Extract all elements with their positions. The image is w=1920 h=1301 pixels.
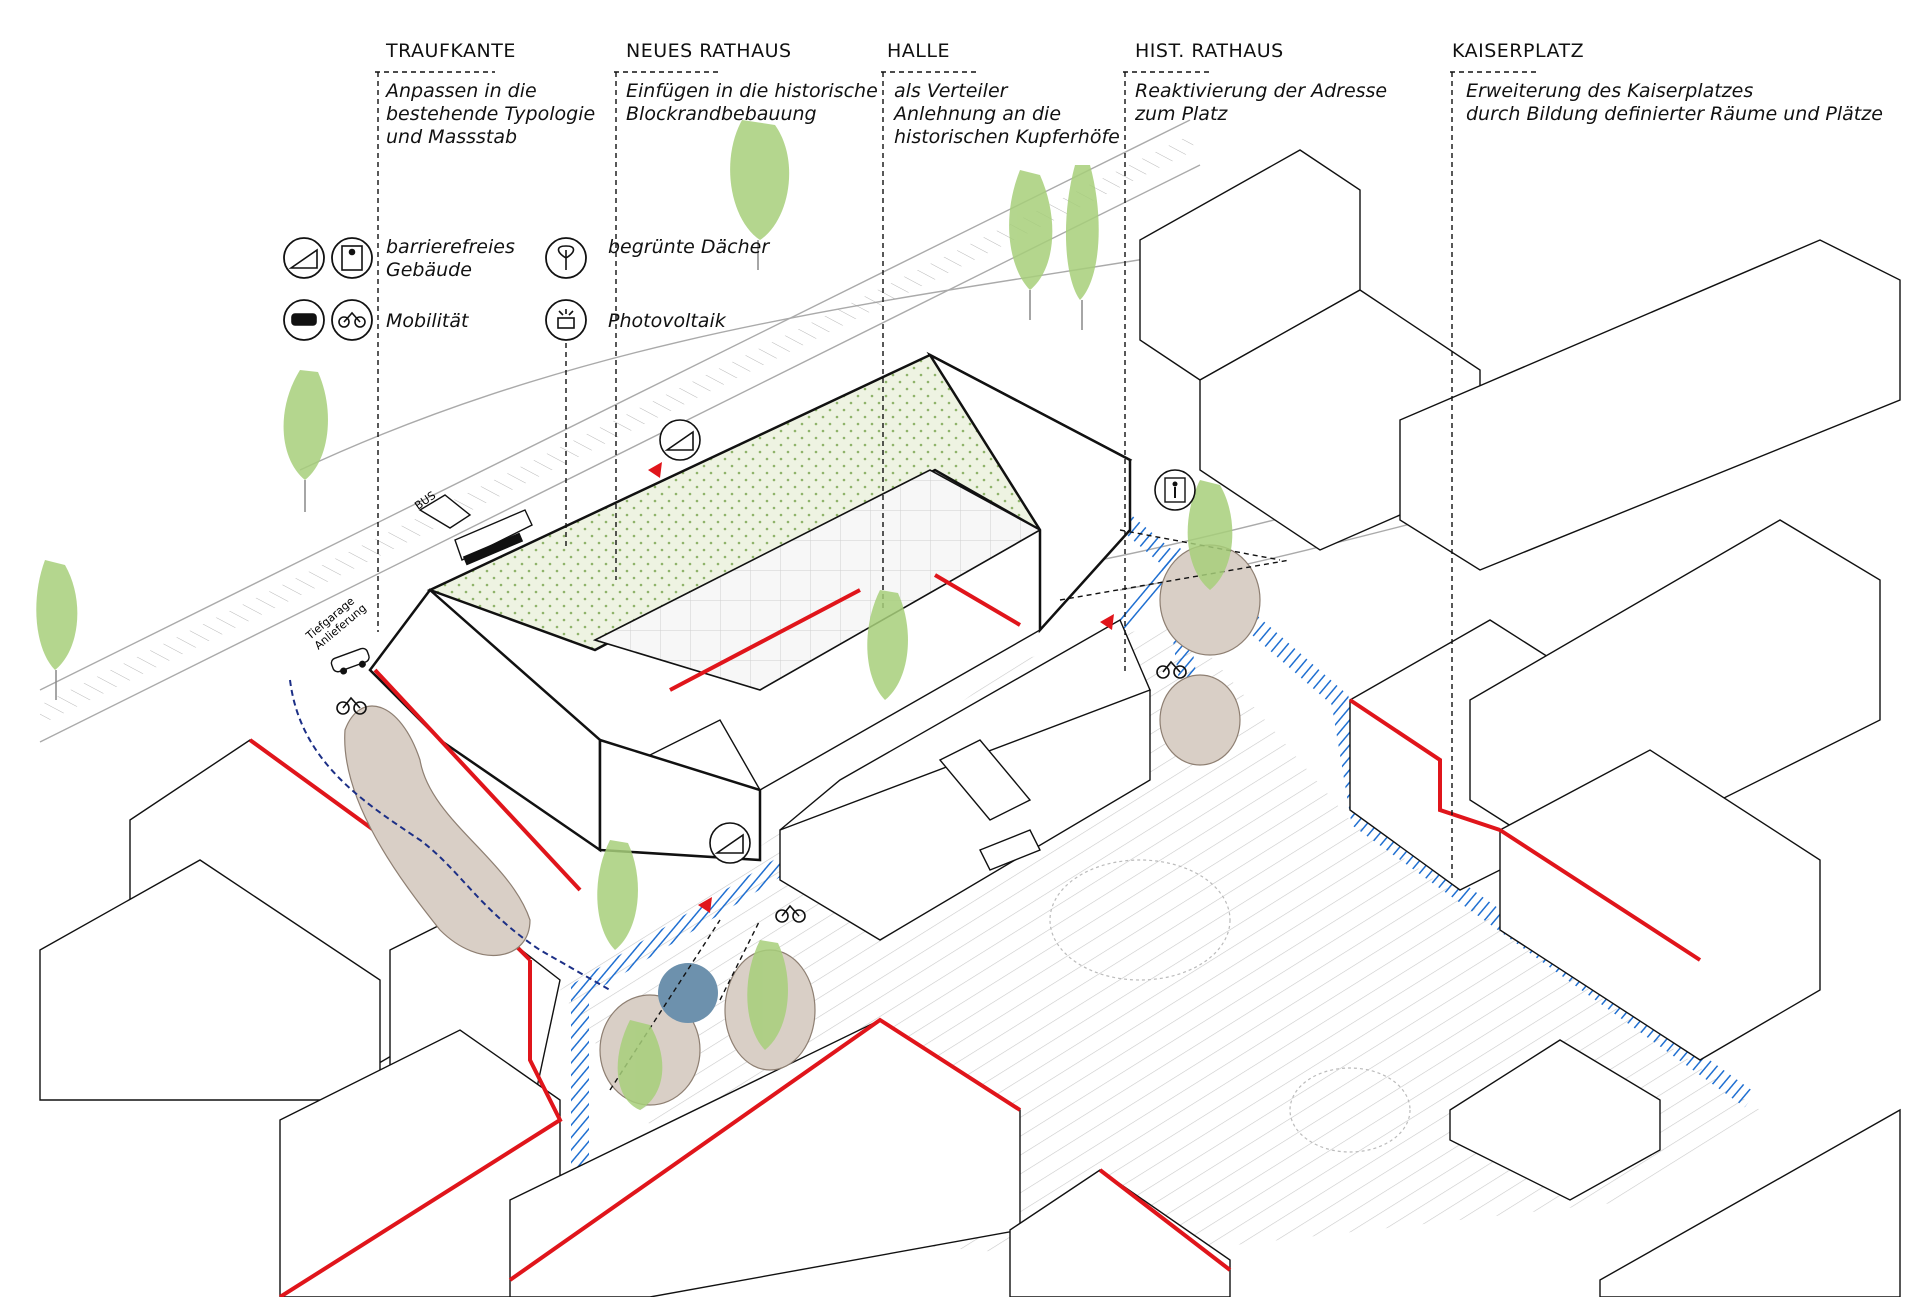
- legend-barrierfree: barrierefreies Gebäude: [386, 236, 515, 281]
- ramp-icon: [709, 822, 751, 864]
- solar-panel-icon: [545, 299, 587, 341]
- red-facade-lines: [373, 573, 1022, 892]
- neighbour-buildings-south: [509, 1019, 1901, 1298]
- red-eave-lines-east: [1348, 698, 1702, 962]
- new-town-hall: [368, 351, 1133, 862]
- neighbour-buildings-west: [39, 739, 561, 1298]
- bicycle-icon: [331, 299, 373, 341]
- label-heading: KAISERPLATZ: [1452, 40, 1585, 62]
- entry-markers: [648, 462, 1114, 913]
- historic-town-hall: [779, 619, 1151, 941]
- legend-green-roofs: begrünte Dächer: [608, 236, 770, 258]
- legend-photovoltaic: Photovoltaik: [608, 310, 726, 332]
- car-icon: [330, 647, 370, 675]
- pond: [658, 963, 718, 1023]
- legend-icon-glyphs: [288, 245, 575, 329]
- label-heading: HALLE: [887, 40, 950, 62]
- plaza-circle: [1049, 859, 1231, 981]
- label-description: Anpassen in die bestehende Typologie und…: [386, 80, 596, 148]
- ramp-icon: [283, 237, 325, 279]
- label-heading: TRAUFKANTE: [386, 40, 516, 62]
- plaza-circle: [1289, 1067, 1411, 1153]
- neighbour-buildings-north: [1139, 149, 1901, 571]
- ramp-icon: [659, 419, 701, 461]
- elevator-person-icon: [1154, 469, 1196, 511]
- bicycle-icon: [336, 660, 1187, 923]
- neighbour-buildings-east: [1349, 519, 1881, 1201]
- elevator-person-icon: [331, 237, 373, 279]
- bus-stop-icon: [418, 494, 472, 529]
- movement-path: [289, 679, 611, 991]
- label-description: Einfügen in die historische Blockrandbeb…: [626, 80, 878, 125]
- tree-trunks: [55, 240, 1083, 700]
- road-crossing-stripes: [40, 135, 1195, 725]
- garage-label: TiefgarageAnlieferung: [303, 592, 369, 653]
- label-description: Reaktivierung der Adresse zum Platz: [1135, 80, 1388, 125]
- label-heading: HIST. RATHAUS: [1135, 40, 1284, 62]
- legend-mobility: Mobilität: [386, 310, 469, 332]
- label-description: als Verteiler Anlehnung an die historisc…: [894, 80, 1120, 148]
- trees: [36, 120, 1233, 1110]
- bus-icon: [454, 509, 533, 566]
- label-heading: NEUES RATHAUS: [626, 40, 792, 62]
- label-description: Erweiterung des Kaiserplatzes durch Bild…: [1466, 80, 1883, 125]
